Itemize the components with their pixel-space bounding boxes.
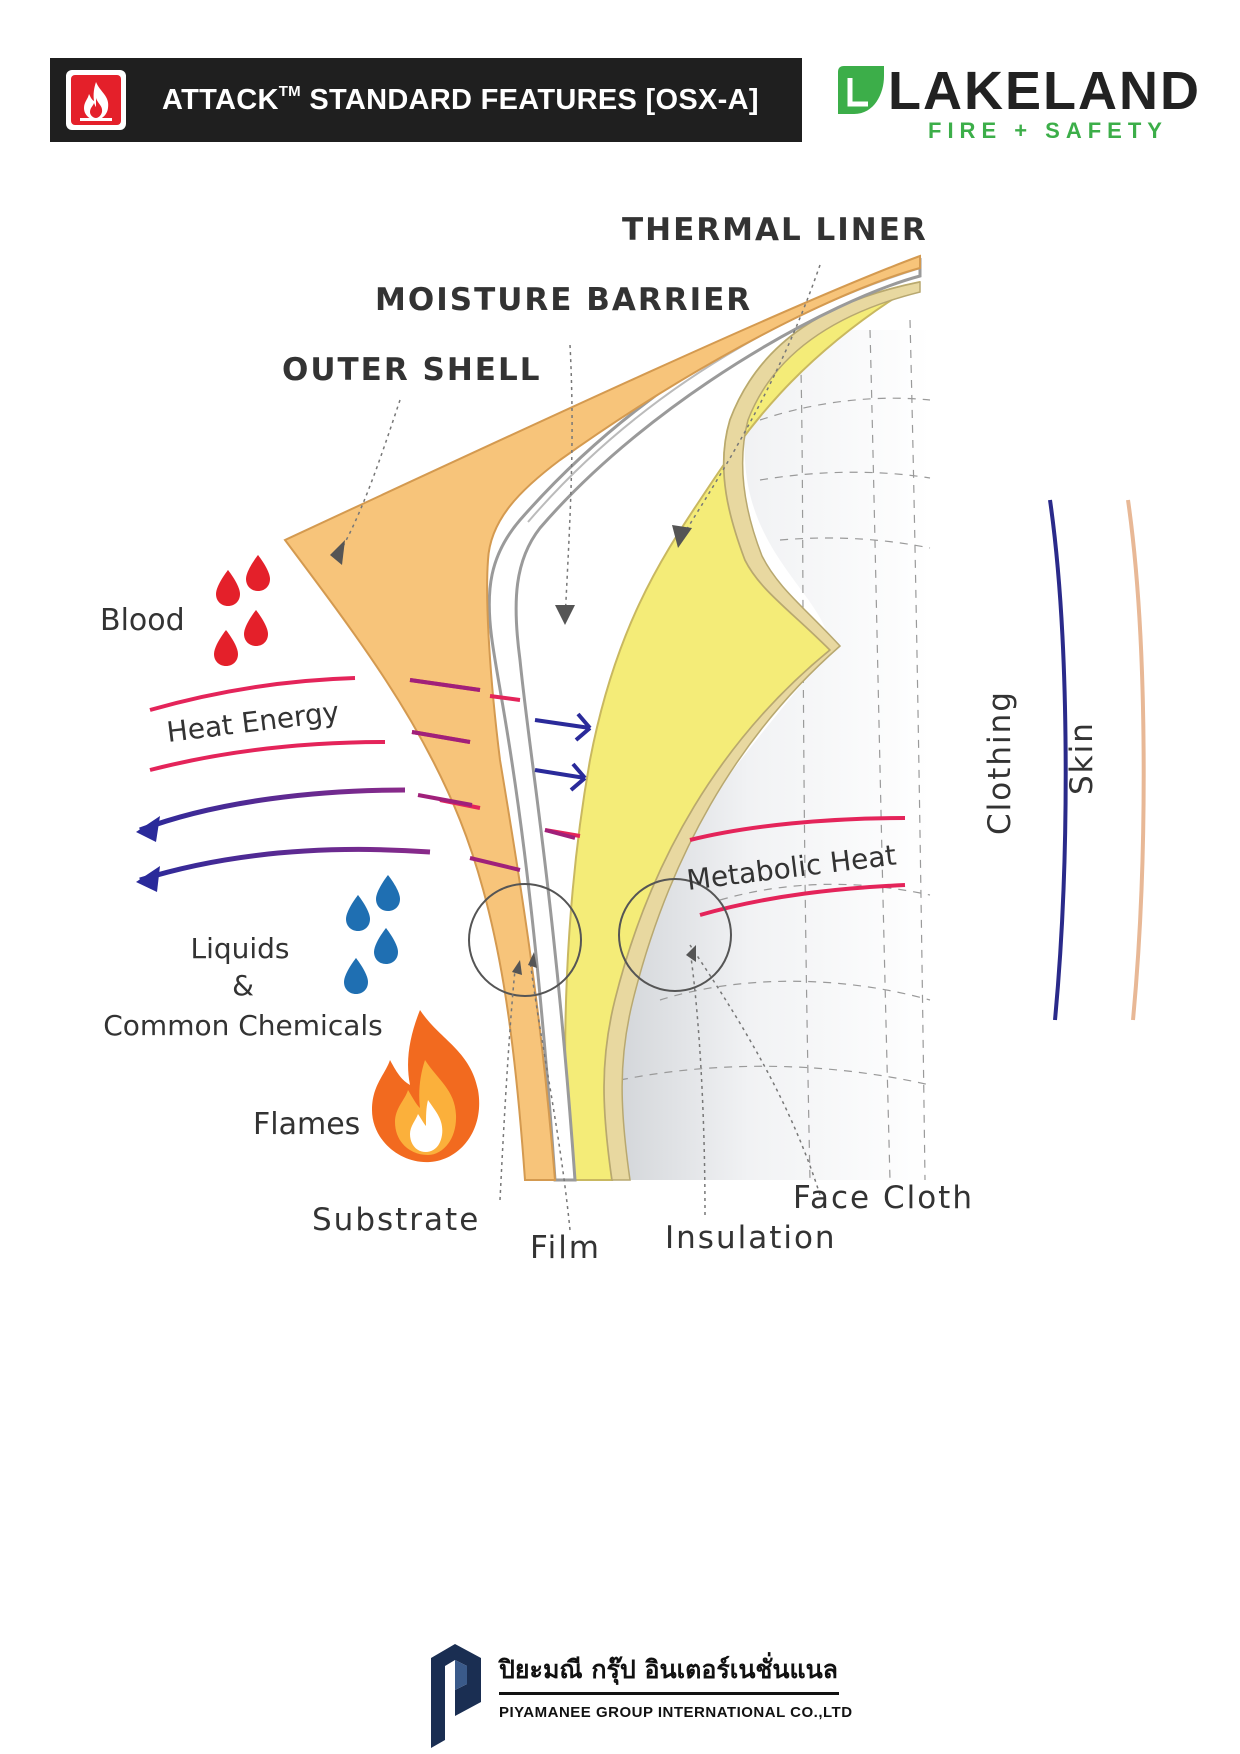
outer-shell-label: OUTER SHELL — [282, 352, 541, 388]
substrate-label: Substrate — [312, 1202, 480, 1238]
body-area — [600, 319, 931, 1181]
leader-lines — [334, 264, 821, 1231]
brand-tagline: FIRE + SAFETY — [928, 118, 1168, 143]
film-label: Film — [530, 1230, 601, 1266]
reflected-heat-arrows — [139, 787, 431, 883]
metabolic-heat-lines — [689, 816, 906, 917]
outer-shell-pointer — [330, 540, 345, 565]
blood-drops — [214, 555, 270, 666]
liquids-label: Liquids — [190, 932, 289, 965]
brand-name: LAKELAND — [888, 61, 1201, 121]
chemicals-label: Common Chemicals — [103, 1009, 383, 1042]
lakeland-logo: LAKELAND FIRE + SAFETY — [830, 60, 1210, 150]
zoom-circles — [468, 878, 732, 997]
skin-arc — [1126, 499, 1146, 1021]
outer-shell-layer — [283, 254, 921, 1181]
header-bar: ATTACKTM STANDARD FEATURES [OSX-A] — [50, 58, 802, 142]
thermal-liner-label: THERMAL LINER — [622, 212, 928, 248]
moisture-barrier-pointer — [555, 605, 575, 625]
liquid-drops — [344, 875, 400, 994]
clothing-arc — [1048, 499, 1068, 1021]
flames-icon — [372, 1010, 480, 1163]
flame-icon — [66, 70, 126, 130]
flames-label: Flames — [253, 1107, 360, 1142]
footer-company: ปิยะมณี กรุ๊ป อินเตอร์เนชั่นแนล PIYAMANE… — [425, 1640, 852, 1750]
heat-lines-inner — [409, 678, 576, 872]
leaf-logo-icon — [838, 66, 884, 114]
company-name-thai: ปิยะมณี กรุ๊ป อินเตอร์เนชั่นแนล — [499, 1655, 839, 1684]
ampersand-label: & — [232, 969, 254, 1002]
footer-divider — [499, 1692, 839, 1695]
insulation-label: Insulation — [665, 1220, 837, 1256]
skin-label: Skin — [1064, 721, 1100, 795]
transfer-arrows — [534, 712, 592, 792]
blood-label: Blood — [100, 603, 185, 638]
heat-energy-label: Heat Energy — [165, 695, 341, 749]
thermal-liner-pointer — [672, 525, 692, 548]
company-name-english: PIYAMANEE GROUP INTERNATIONAL CO.,LTD — [499, 1704, 853, 1721]
clothing-label: Clothing — [982, 690, 1018, 835]
thermal-liner-layer — [564, 281, 921, 1181]
piyamanee-logo-icon — [431, 1644, 481, 1748]
moisture-barrier-label: MOISTURE BARRIER — [375, 282, 752, 318]
body-arcs — [1048, 499, 1146, 1021]
face-cloth-label: Face Cloth — [793, 1180, 974, 1216]
page-title: ATTACKTM STANDARD FEATURES [OSX-A] — [162, 83, 759, 116]
